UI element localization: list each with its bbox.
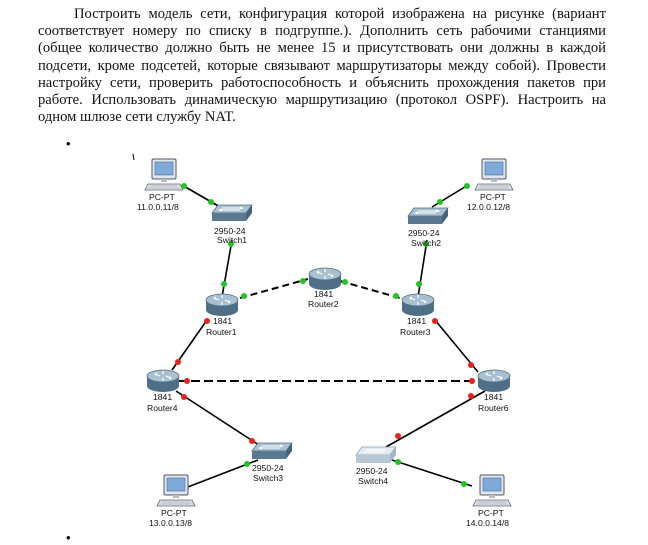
router-icon [205, 293, 239, 317]
switch2-model-label: 2950-24 [408, 228, 440, 238]
router-icon [146, 369, 180, 393]
switch1-name-label: Switch1 [217, 235, 247, 245]
pc4[interactable]: PC-PT 14.0.0.14/8 [466, 474, 512, 528]
pc4-address-label: 14.0.0.14/8 [466, 518, 509, 528]
router2[interactable]: 1841 Router2 [308, 267, 342, 309]
switch-icon [407, 207, 449, 225]
link-router2-router3 [339, 280, 401, 299]
switch4-model-label: 2950-24 [356, 466, 388, 476]
link-switch2-router3 [417, 239, 428, 298]
router4[interactable]: 1841 Router4 [146, 369, 180, 413]
pc3-model-label: PC-PT [161, 508, 188, 518]
links-layer [171, 184, 486, 491]
router-icon [401, 293, 435, 317]
router6[interactable]: 1841 Router6 [477, 369, 511, 413]
pc4-model-label: PC-PT [478, 508, 505, 518]
cursor-mark [132, 153, 135, 161]
router2-model-label: 1841 [314, 289, 333, 299]
pc-icon [474, 158, 514, 191]
pc-icon [156, 474, 196, 507]
pc3-address-label: 13.0.0.13/8 [149, 518, 192, 528]
link-router4-switch3 [175, 390, 263, 448]
router1-name-label: Router1 [206, 327, 237, 337]
switch3[interactable]: 2950-24 Switch3 [251, 442, 293, 483]
switch1-model-label: 2950-24 [214, 226, 246, 236]
switch-icon [211, 204, 253, 222]
router3[interactable]: 1841 Router3 [400, 293, 435, 337]
router4-name-label: Router4 [147, 403, 178, 413]
router6-name-label: Router6 [478, 403, 509, 413]
router-icon [477, 369, 511, 393]
link-switch1-router1 [221, 239, 233, 298]
router1-model-label: 1841 [213, 316, 232, 326]
switch2[interactable]: 2950-24 Switch2 [407, 207, 449, 248]
link-pc1-switch1 [181, 184, 221, 208]
link-switch4-pc4 [391, 459, 473, 487]
pc2[interactable]: PC-PT 12.0.0.12/8 [467, 158, 514, 212]
switch2-name-label: Switch2 [411, 238, 441, 248]
bullet-top: • [66, 136, 71, 151]
task-description: Построить модель сети, конфигурация кото… [38, 6, 606, 126]
switch-icon [355, 446, 397, 464]
router6-model-label: 1841 [484, 392, 503, 402]
switch4-name-label: Switch4 [358, 476, 388, 486]
switch4[interactable]: 2950-24 Switch4 [355, 446, 397, 486]
link-pc2-switch2 [431, 184, 469, 208]
pc1[interactable]: PC-PT 11.0.0.11/8 [137, 158, 184, 212]
router2-name-label: Router2 [308, 299, 339, 309]
switch-icon [251, 442, 293, 460]
pc3[interactable]: PC-PT 13.0.0.13/8 [149, 474, 196, 528]
link-router1-router2 [239, 278, 309, 299]
router4-model-label: 1841 [153, 392, 172, 402]
switch3-name-label: Switch3 [253, 473, 283, 483]
pc-icon [472, 474, 512, 507]
router3-name-label: Router3 [400, 327, 431, 337]
router3-model-label: 1841 [407, 316, 426, 326]
pc1-address-label: 11.0.0.11/8 [137, 202, 179, 212]
pc-icon [144, 158, 184, 191]
router1[interactable]: 1841 Router1 [205, 293, 239, 337]
switch1[interactable]: 2950-24 Switch1 [211, 204, 253, 245]
pc2-address-label: 12.0.0.12/8 [467, 202, 510, 212]
bullet-bottom: • [66, 530, 71, 545]
switch3-model-label: 2950-24 [252, 463, 284, 473]
pc1-model-label: PC-PT [149, 192, 176, 202]
link-router6-switch4 [385, 390, 486, 448]
router-icon [308, 267, 342, 291]
pc2-model-label: PC-PT [480, 192, 507, 202]
